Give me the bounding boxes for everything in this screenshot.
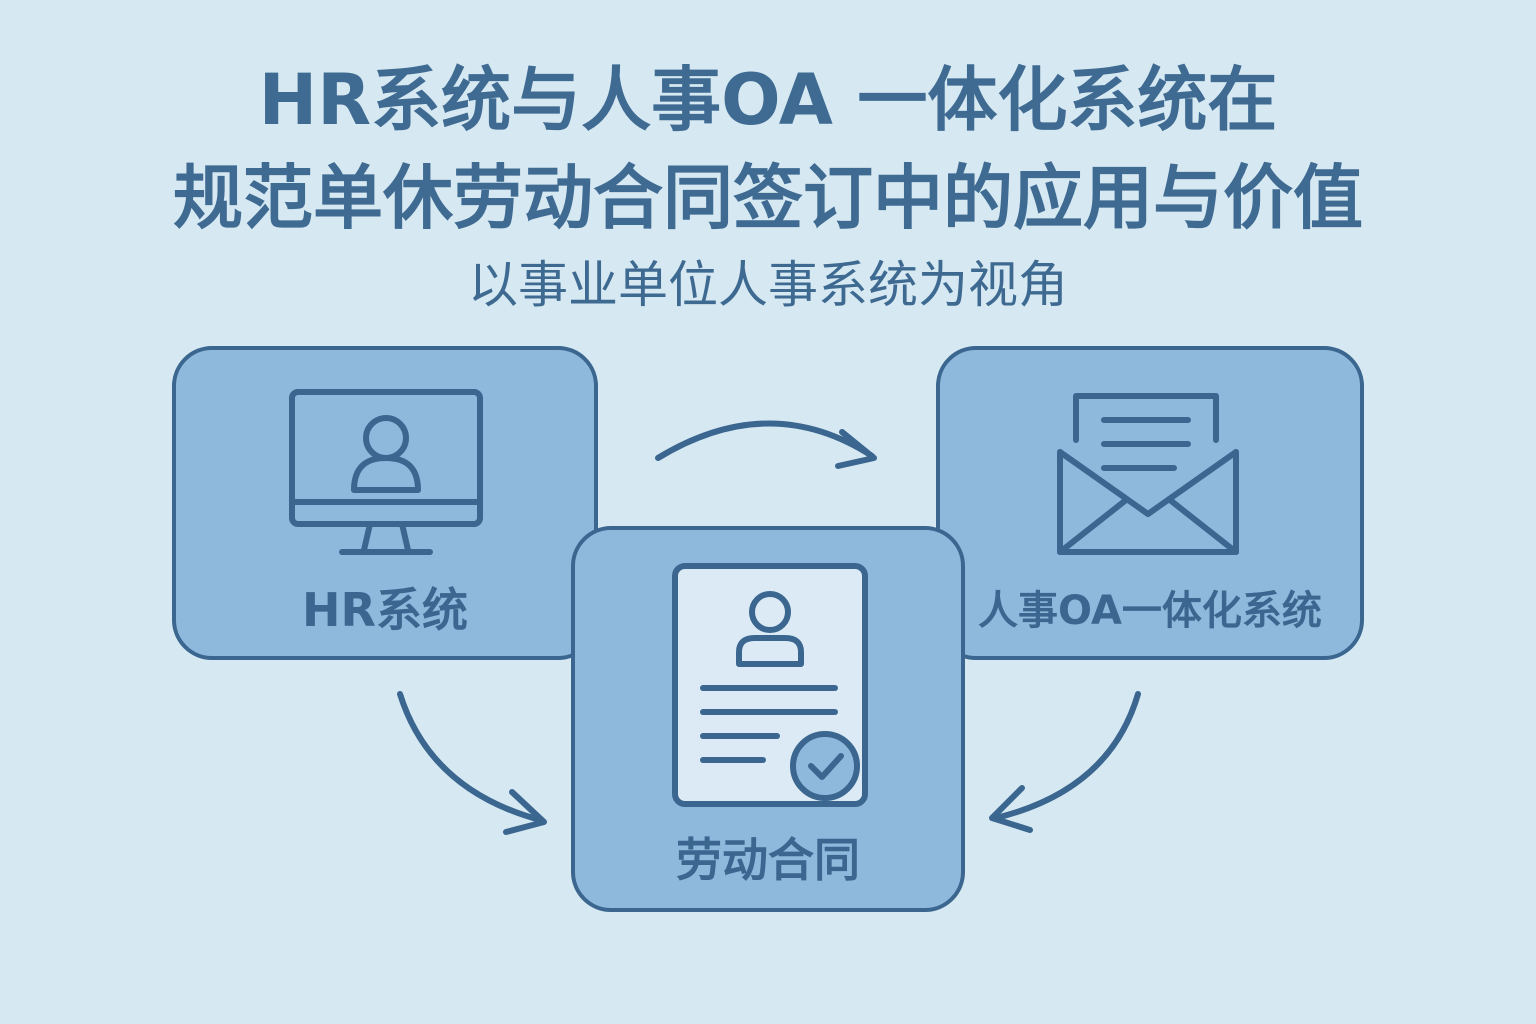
computer-user-icon (284, 386, 494, 566)
subtitle: 以事业单位人事系统为视角 (468, 256, 1068, 314)
hr-system-label: HR系统 (302, 583, 468, 637)
envelope-document-icon (1054, 392, 1244, 562)
title-line-2: 规范单休劳动合同签订中的应用与价值 (173, 157, 1363, 239)
hr-system-card: HR系统 (172, 346, 598, 660)
title-line-1: HR系统与人事OA 一体化系统在 (258, 59, 1278, 141)
contract-document-check-icon (667, 560, 877, 810)
arrow-hr-to-oa (655, 420, 877, 469)
arrow-hr-to-contract (397, 691, 547, 835)
oa-system-card: 人事OA一体化系统 (936, 346, 1364, 660)
arrow-oa-to-contract (989, 691, 1141, 833)
contract-label: 劳动合同 (676, 833, 860, 887)
contract-card: 劳动合同 (571, 526, 965, 912)
oa-system-label: 人事OA一体化系统 (978, 588, 1322, 634)
